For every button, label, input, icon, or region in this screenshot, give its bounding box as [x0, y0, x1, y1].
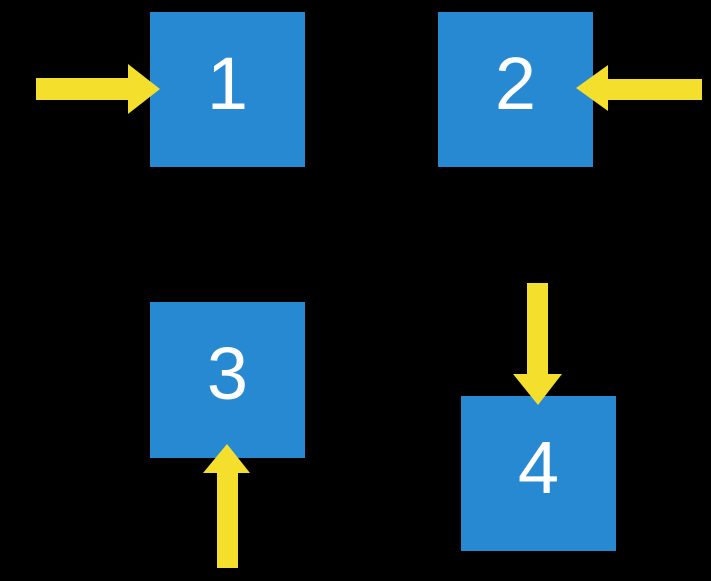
- box-label: 2: [494, 41, 537, 125]
- numbered-box-2: 2: [438, 12, 593, 167]
- arrow-left-icon: [576, 65, 702, 111]
- arrow-up-icon: [203, 444, 250, 568]
- arrow-left-shape: [576, 65, 702, 111]
- arrow-right-icon: [36, 64, 160, 114]
- numbered-box-4: 4: [461, 396, 616, 551]
- arrow-up-shape: [203, 444, 250, 568]
- arrow-down-icon: [513, 283, 562, 405]
- box-label: 3: [206, 332, 249, 415]
- arrow-right-shape: [36, 64, 160, 114]
- box-label: 4: [517, 425, 560, 509]
- box-label: 1: [206, 41, 249, 125]
- arrow-down-shape: [513, 283, 562, 405]
- numbered-box-1: 1: [150, 12, 305, 167]
- numbered-box-3: 3: [150, 302, 305, 458]
